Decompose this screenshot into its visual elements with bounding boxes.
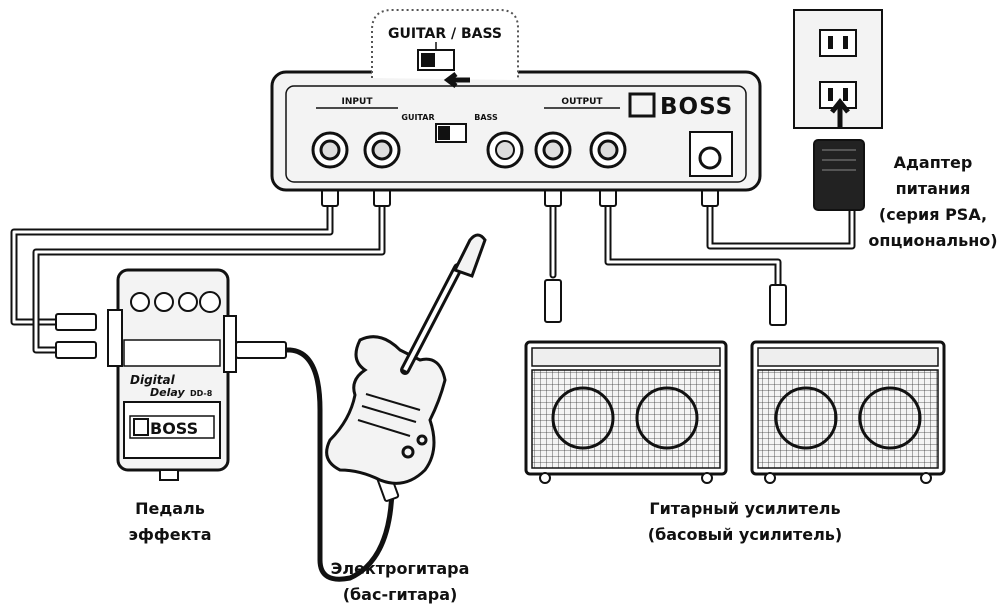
switch-left-label: GUITAR [401, 113, 434, 122]
output-label: OUTPUT [561, 97, 603, 107]
input-jacks [311, 131, 401, 169]
main-logo-box [628, 92, 656, 118]
effect-pedal-logo: BOSS [150, 419, 198, 438]
power-adapter [813, 139, 865, 211]
guitar-headstock [452, 233, 487, 278]
amp-label: Гитарный усилитель (басовый усилитель) [620, 496, 870, 548]
input-label: INPUT [342, 97, 374, 107]
effect-pedal-label-line1: Педаль [135, 499, 205, 518]
guitar-label: Электрогитара (бас-гитара) [300, 556, 500, 608]
amp-2 [750, 340, 946, 484]
left-arrow-icon [443, 72, 470, 88]
effect-pedal-unit: Digital Delay DD-8 BOSS [107, 268, 237, 481]
effect-pedal-model-line2: Delay [150, 386, 185, 399]
effect-pedal-model-line1: Digital [130, 373, 176, 387]
effect-pedal-model-code: DD-8 [190, 389, 213, 398]
switch-callout-text: GUITAR / BASS [388, 26, 502, 42]
amp-1-grille [531, 369, 721, 469]
main-unit: INPUT OUTPUT GUITAR BASS BOSS [270, 70, 762, 192]
amp-label-line1: Гитарный усилитель [649, 499, 841, 518]
effect-pedal-label-line2: эффекта [128, 525, 212, 544]
effect-pedal-logo-box [133, 418, 149, 436]
main-unit-logo: BOSS [660, 94, 733, 120]
adapter-label-line1: Адаптер [893, 153, 973, 172]
adapter-label-line4: опционально) [868, 231, 998, 250]
effect-pedal-label: Педаль эффекта [100, 496, 240, 548]
main-unit-body [270, 70, 762, 192]
plug-amp-2 [769, 284, 787, 326]
output-jacks [534, 131, 627, 169]
guitar-label-line2: (бас-гитара) [342, 585, 458, 604]
cables [10, 196, 856, 582]
wall-outlet [793, 9, 883, 129]
adapter-label-line2: питания [895, 179, 971, 198]
plug-pedal-guitar [235, 341, 287, 359]
plug-pedal-lower [55, 341, 97, 359]
guitar-body [325, 335, 447, 485]
switch-callout: GUITAR / BASS [371, 9, 519, 88]
plug-amp-1 [544, 279, 562, 323]
adapter-label-line3: (серия PSA, [878, 205, 988, 224]
amp-1 [524, 340, 728, 484]
outlet-arrow-icon [830, 97, 850, 128]
cable-adapter [706, 201, 856, 250]
plug-pedal-upper [55, 313, 97, 331]
effect-pedal-knobs [130, 291, 221, 313]
switch-right-label: BASS [474, 113, 498, 122]
amp-2-grille [757, 369, 939, 469]
outlet-socket-top [819, 29, 857, 57]
guitar-label-line1: Электрогитара [330, 559, 470, 578]
electric-guitar [325, 233, 487, 485]
amp-label-line2: (басовый усилитель) [647, 525, 843, 544]
adapter-label: Адаптер питания (серия PSA, опционально) [868, 150, 998, 254]
cable-guitar [235, 347, 395, 582]
jack-dc [698, 146, 722, 170]
